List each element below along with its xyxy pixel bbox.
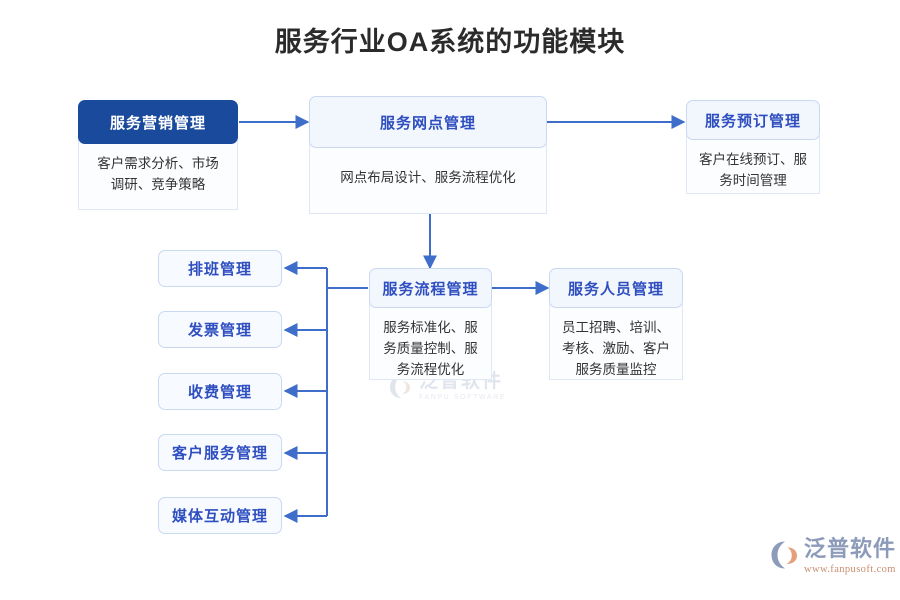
- node-label-scheduling: 排班管理: [187, 261, 252, 278]
- module-service-outlet[interactable]: 服务网点管理 网点布局设计、服务流程优化: [309, 96, 547, 214]
- module-body-service-booking: 客户在线预订、服务时间管理: [686, 136, 820, 194]
- module-body-service-staff: 员工招聘、培训、考核、激励、客户服务质量监控: [549, 304, 683, 380]
- node-label-charging: 收费管理: [187, 384, 252, 401]
- node-media-interaction[interactable]: 媒体互动管理: [158, 497, 282, 534]
- module-header-service-marketing[interactable]: 服务营销管理: [78, 100, 238, 144]
- brand-logo: 泛普软件 www.fanpusoft.com: [770, 538, 896, 575]
- module-body-service-marketing: 客户需求分析、市场调研、竞争策略: [78, 140, 238, 210]
- module-body-service-process: 服务标准化、服务质量控制、服务流程优化: [369, 304, 492, 380]
- node-label-customer-service: 客户服务管理: [171, 445, 268, 462]
- watermark-en: FANPU SOFTWARE: [419, 394, 507, 401]
- module-service-staff[interactable]: 服务人员管理 员工招聘、培训、考核、激励、客户服务质量监控: [549, 268, 683, 380]
- module-service-process[interactable]: 服务流程管理 服务标准化、服务质量控制、服务流程优化: [369, 268, 492, 380]
- node-invoice[interactable]: 发票管理: [158, 311, 282, 348]
- node-charging[interactable]: 收费管理: [158, 373, 282, 410]
- node-label-media-interaction: 媒体互动管理: [171, 508, 268, 525]
- module-body-service-outlet: 网点布局设计、服务流程优化: [309, 144, 547, 214]
- node-scheduling[interactable]: 排班管理: [158, 250, 282, 287]
- module-service-marketing[interactable]: 服务营销管理 客户需求分析、市场调研、竞争策略: [78, 100, 238, 210]
- node-customer-service[interactable]: 客户服务管理: [158, 434, 282, 471]
- brand-logo-url: www.fanpusoft.com: [804, 564, 896, 575]
- brand-logo-icon: [771, 541, 797, 569]
- brand-logo-cn: 泛普软件: [804, 536, 897, 561]
- module-header-service-staff[interactable]: 服务人员管理: [549, 268, 683, 308]
- module-header-service-process[interactable]: 服务流程管理: [369, 268, 492, 308]
- module-header-service-outlet[interactable]: 服务网点管理: [309, 96, 547, 148]
- page-title: 服务行业OA系统的功能模块: [274, 27, 626, 57]
- module-header-service-booking[interactable]: 服务预订管理: [686, 100, 820, 140]
- module-service-booking[interactable]: 服务预订管理 客户在线预订、服务时间管理: [686, 100, 820, 194]
- node-label-invoice: 发票管理: [187, 322, 252, 339]
